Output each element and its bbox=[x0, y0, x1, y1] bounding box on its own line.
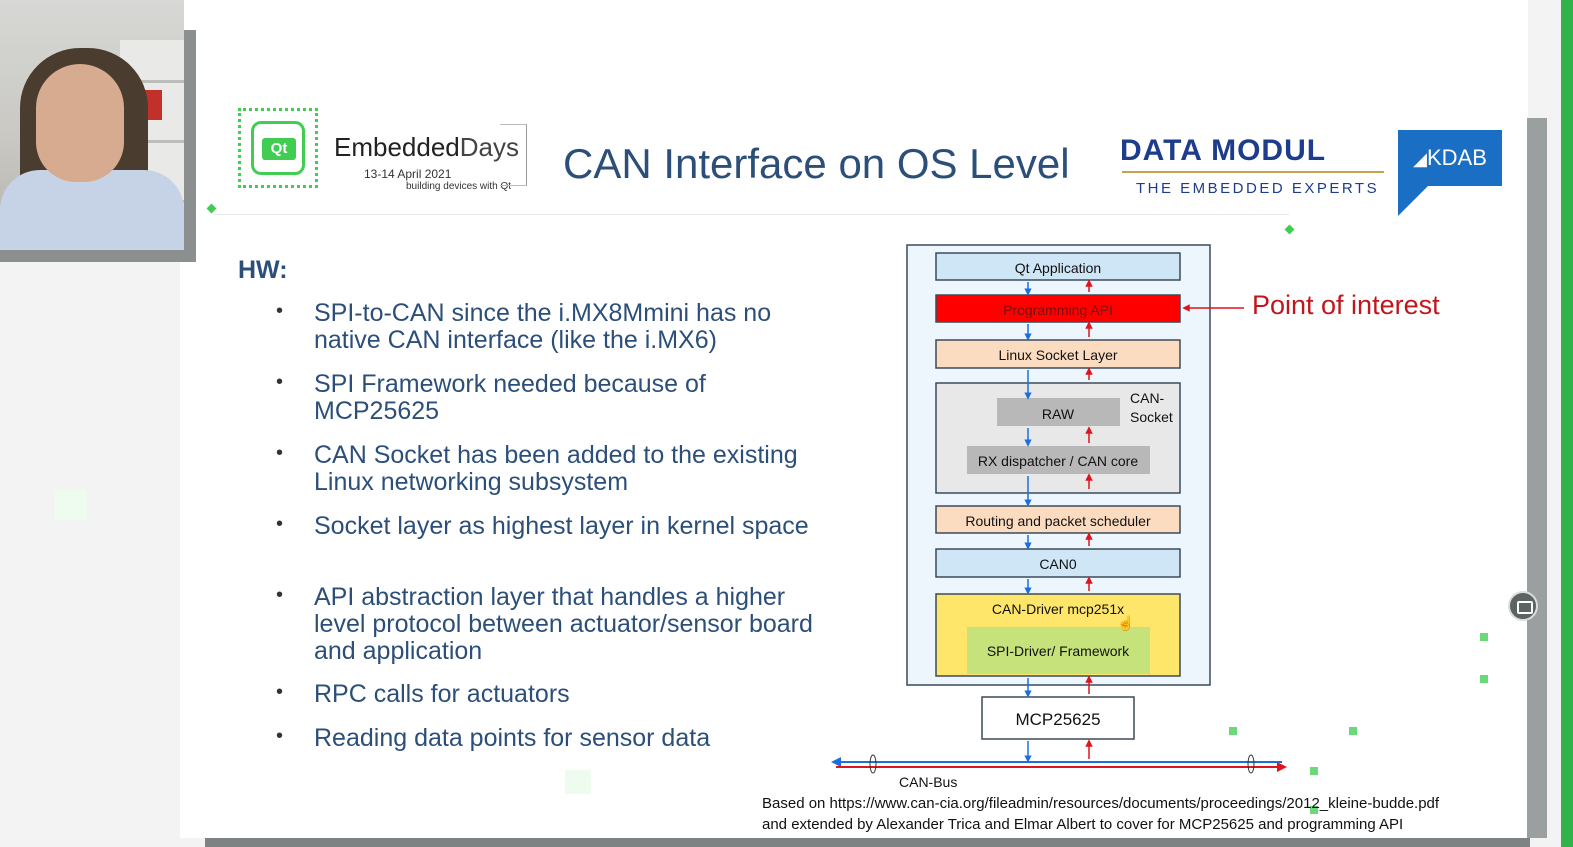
mcp25625-label: MCP25625 bbox=[1015, 710, 1100, 729]
spi-driver-box bbox=[967, 627, 1150, 674]
bullet-icon: • bbox=[276, 442, 284, 464]
can-driver-label: CAN-Driver mcp251x bbox=[992, 601, 1124, 617]
credit-line-1: Based on https://www.can-cia.org/fileadm… bbox=[762, 795, 1440, 812]
rx-dispatcher-label: RX dispatcher / CAN core bbox=[978, 453, 1138, 469]
qt-badge: Qt bbox=[262, 138, 296, 160]
bullet-icon: • bbox=[276, 371, 284, 393]
slide-bottom-shadow bbox=[205, 838, 1530, 847]
picture-in-picture-button[interactable] bbox=[1508, 591, 1538, 621]
linux-socket-label: Linux Socket Layer bbox=[998, 347, 1117, 363]
can-socket-label-2: Socket bbox=[1130, 409, 1173, 425]
event-date: 13-14 April 2021 bbox=[364, 167, 452, 181]
data-modul-logo: DATA MODUL bbox=[1120, 134, 1327, 167]
routing-label: Routing and packet scheduler bbox=[965, 513, 1151, 529]
event-title-b: Days bbox=[459, 132, 520, 162]
can0-box bbox=[935, 548, 1181, 578]
can-bus-label: CAN-Bus bbox=[899, 774, 958, 790]
data-modul-underline bbox=[1122, 171, 1384, 173]
decor-dot bbox=[1349, 727, 1357, 735]
event-tagline: building devices with Qt bbox=[406, 181, 512, 192]
bullet-icon: • bbox=[276, 681, 284, 703]
decor-dot bbox=[1480, 675, 1488, 683]
event-title-a: Embedded bbox=[334, 132, 460, 162]
raw-box bbox=[997, 398, 1120, 426]
speaker-shirt bbox=[0, 170, 184, 250]
decor-dot bbox=[1310, 767, 1318, 775]
kdab-logo: ◢KDAB bbox=[1398, 130, 1502, 186]
kdab-logo-tail bbox=[1398, 186, 1428, 216]
raw-label: RAW bbox=[1042, 406, 1075, 422]
slide-shadow bbox=[1527, 118, 1547, 838]
webcam-shadow bbox=[0, 250, 196, 262]
kdab-logo-text: KDAB bbox=[1426, 145, 1487, 170]
programming-api-label: Programming API bbox=[1003, 302, 1113, 318]
decor-square bbox=[55, 490, 87, 520]
event-title: EmbeddedDays bbox=[334, 132, 519, 163]
can0-label: CAN0 bbox=[1039, 556, 1077, 572]
section-label: HW: bbox=[238, 256, 288, 284]
can-socket-label-1: CAN- bbox=[1130, 390, 1165, 406]
rx-dispatcher-box bbox=[967, 446, 1150, 474]
routing-box bbox=[935, 505, 1181, 534]
decor-square bbox=[565, 770, 591, 794]
bus-termination bbox=[1247, 754, 1255, 774]
data-modul-tagline: THE EMBEDDED EXPERTS bbox=[1136, 180, 1380, 197]
decor-dot bbox=[1480, 633, 1488, 641]
bullet-icon: • bbox=[276, 725, 284, 747]
bullet-icon: • bbox=[276, 584, 284, 606]
qt-application-label: Qt Application bbox=[1015, 260, 1101, 276]
source-credit: Based on https://www.can-cia.org/fileadm… bbox=[762, 793, 1522, 835]
programming-api-box bbox=[935, 294, 1181, 323]
header-divider bbox=[214, 214, 1289, 215]
logo-bracket bbox=[500, 124, 527, 186]
qt-chip-icon: Qt bbox=[251, 121, 305, 175]
webcam-shadow bbox=[184, 30, 196, 262]
mcp25625-box bbox=[981, 696, 1135, 740]
window-edge-strip bbox=[1561, 0, 1573, 847]
slide-canvas bbox=[180, 0, 1528, 838]
decor-dot bbox=[1229, 727, 1237, 735]
qt-application-box bbox=[935, 252, 1181, 281]
bullet-icon: • bbox=[276, 300, 284, 322]
linux-socket-box bbox=[935, 339, 1181, 369]
bus-termination bbox=[869, 754, 877, 774]
picture-in-picture-icon bbox=[1517, 601, 1533, 614]
data-flow-arrows bbox=[1024, 279, 1093, 763]
point-of-interest-label: Point of interest bbox=[1252, 290, 1440, 320]
speaker-face bbox=[36, 64, 124, 182]
qt-embedded-days-logo: Qt bbox=[238, 108, 318, 188]
speaker-webcam bbox=[0, 0, 184, 250]
bullet-icon: • bbox=[276, 513, 284, 535]
decor-dot bbox=[1310, 806, 1318, 814]
slide-title: CAN Interface on OS Level bbox=[563, 140, 1070, 187]
spi-driver-label: SPI-Driver/ Framework bbox=[987, 643, 1130, 659]
hand-cursor-icon: ☝ bbox=[1117, 615, 1135, 631]
credit-line-2: and extended by Alexander Trica and Elma… bbox=[762, 816, 1404, 833]
